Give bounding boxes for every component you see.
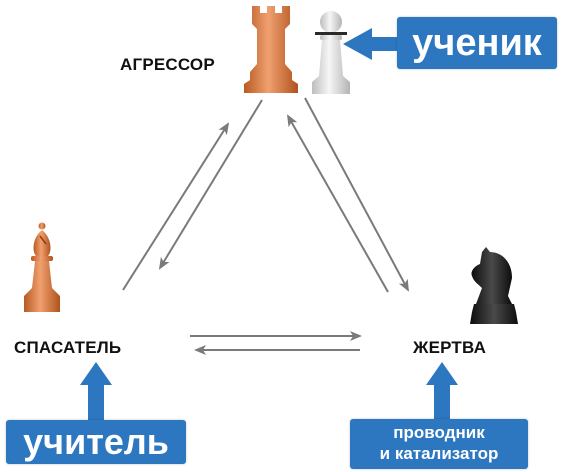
pawn-icon — [312, 11, 350, 94]
arrow-aggressor-to-rescuer — [158, 99, 263, 270]
rook-icon — [244, 6, 298, 93]
aggressor-label: АГРЕССОР — [120, 55, 215, 74]
victim-label: ЖЕРТВА — [413, 338, 487, 357]
student-tag: ученик — [397, 17, 557, 69]
arrow-victim-to-aggressor — [287, 114, 389, 293]
bishop-icon — [24, 222, 60, 312]
arrow-rescuer-to-aggressor — [122, 122, 230, 291]
guide-catalyst-tag: проводник и катализатор — [350, 419, 528, 469]
arrow-aggressor-to-victim — [304, 97, 409, 292]
guide-tag-line-1: проводник — [393, 423, 485, 442]
pointer-teacher-arrow — [80, 362, 112, 424]
rescuer-label: СПАСАТЕЛЬ — [14, 338, 122, 357]
knight-icon — [470, 247, 518, 324]
pointer-guide-arrow — [426, 362, 458, 424]
teacher-tag: учитель — [6, 420, 186, 464]
pointer-student-arrow — [343, 28, 400, 60]
guide-tag-line-2: и катализатор — [379, 444, 499, 463]
